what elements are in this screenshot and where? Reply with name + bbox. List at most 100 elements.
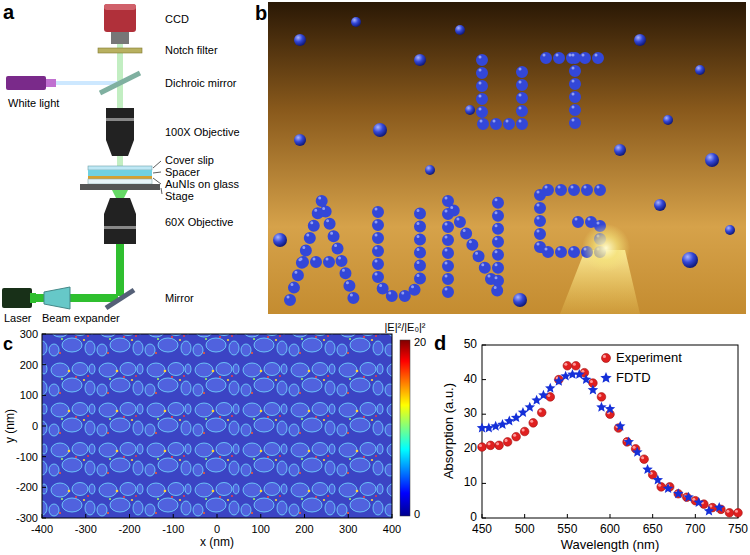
objective-ring xyxy=(106,118,134,121)
tick-label: 50 xyxy=(464,338,477,352)
tick-label: 20 xyxy=(464,442,477,456)
tick-mark xyxy=(348,514,349,518)
fdtd-marker xyxy=(525,402,535,412)
fdtd-marker xyxy=(624,436,634,446)
experiment-marker xyxy=(486,441,495,450)
tick-label: 750 xyxy=(728,523,748,537)
white-beam xyxy=(56,81,118,85)
fdtd-marker xyxy=(653,474,663,484)
gold-surface xyxy=(268,2,746,314)
component-label: White light xyxy=(8,97,59,110)
fdtd-marker xyxy=(511,412,521,422)
hot-spot-glow xyxy=(582,224,630,272)
tick-mark xyxy=(695,514,696,518)
tick-mark xyxy=(260,514,261,518)
panel-letter: d xyxy=(434,332,446,355)
experiment-marker xyxy=(537,408,546,417)
fdtd-marker xyxy=(545,383,555,393)
experiment-marker xyxy=(597,393,606,402)
camera-tube xyxy=(111,32,129,44)
marker-highlight xyxy=(479,444,482,447)
tick-label: -200 xyxy=(118,523,140,536)
stage xyxy=(80,184,160,190)
tick-label: 200 xyxy=(295,523,313,536)
tick-label: 450 xyxy=(472,523,492,537)
marker-highlight xyxy=(633,446,636,449)
objective-ring xyxy=(104,226,136,229)
marker-highlight xyxy=(598,394,601,397)
fdtd-marker xyxy=(518,407,528,417)
tick-label: 200 xyxy=(20,358,38,371)
experiment-marker xyxy=(520,427,529,436)
marker-highlight xyxy=(513,434,516,437)
glass xyxy=(88,179,152,184)
fdtd-marker xyxy=(632,447,642,457)
experiment-marker xyxy=(725,509,734,518)
notch-filter xyxy=(98,48,142,53)
marker-highlight xyxy=(658,484,661,487)
legend-label: FDTD xyxy=(616,371,651,386)
objective-60x xyxy=(104,198,136,244)
component-label: 60X Objective xyxy=(165,216,233,229)
tick-mark xyxy=(482,518,486,519)
tick-label: 300 xyxy=(20,328,38,341)
tick-label: 10 xyxy=(464,476,477,490)
experiment-marker xyxy=(512,432,521,441)
tick-label: 100 xyxy=(252,523,270,536)
tick-label: 0 xyxy=(32,420,38,433)
tick-label: 20 xyxy=(414,336,426,349)
tick-mark xyxy=(42,487,46,488)
marker-highlight xyxy=(547,394,550,397)
fdtd-marker xyxy=(581,374,591,384)
component-label: Cover slip xyxy=(165,154,214,167)
leader-lines xyxy=(153,161,162,194)
fdtd-marker xyxy=(663,483,673,493)
tick-label: 0 xyxy=(214,523,220,536)
island-rendering xyxy=(268,2,746,314)
marker-highlight xyxy=(522,428,525,431)
dichroic-mirror xyxy=(100,73,140,93)
marker-highlight xyxy=(496,442,499,445)
tick-label: -100 xyxy=(16,450,38,463)
axis-title: Wavelength (nm) xyxy=(561,538,660,553)
tick-mark xyxy=(42,426,46,427)
tick-label: 0 xyxy=(414,508,420,521)
tick-label: -200 xyxy=(16,481,38,494)
colorbar-title: |E|²/|E₀|² xyxy=(384,321,425,334)
legend-label: Experiment xyxy=(616,351,682,366)
field-map-plot xyxy=(42,334,392,518)
mirror xyxy=(106,290,134,308)
marker-highlight xyxy=(505,439,508,442)
panel-letter: b xyxy=(255,2,267,25)
tick-label: 500 xyxy=(515,523,535,537)
experiment-marker xyxy=(572,361,581,370)
fdtd-marker xyxy=(714,502,724,512)
tick-label: -300 xyxy=(75,523,97,536)
field-map xyxy=(42,334,410,518)
tick-label: 30 xyxy=(464,407,477,421)
colorbar xyxy=(400,340,410,516)
marker-highlight xyxy=(726,510,729,513)
tick-mark xyxy=(42,364,46,365)
scattered-spheres xyxy=(273,17,735,307)
fdtd-marker xyxy=(694,497,704,507)
fdtd-marker xyxy=(596,402,606,412)
tick-label: 400 xyxy=(383,523,401,536)
spacer xyxy=(88,170,152,176)
tick-mark xyxy=(42,456,46,457)
tick-label: 100 xyxy=(20,389,38,402)
laser-cone xyxy=(112,190,128,198)
experiment-marker xyxy=(602,354,611,363)
component-label: Mirror xyxy=(165,292,194,305)
laser-beam xyxy=(116,244,124,296)
fdtd-marker xyxy=(531,395,541,405)
tick-label: 700 xyxy=(685,523,705,537)
tick-label: 650 xyxy=(643,523,663,537)
component-label: Laser xyxy=(4,312,32,325)
experiment-marker xyxy=(734,509,743,518)
marker-highlight xyxy=(564,363,567,366)
tick-mark xyxy=(42,518,46,519)
component-label: Beam expander xyxy=(42,312,120,325)
tick-label: -300 xyxy=(16,512,38,525)
